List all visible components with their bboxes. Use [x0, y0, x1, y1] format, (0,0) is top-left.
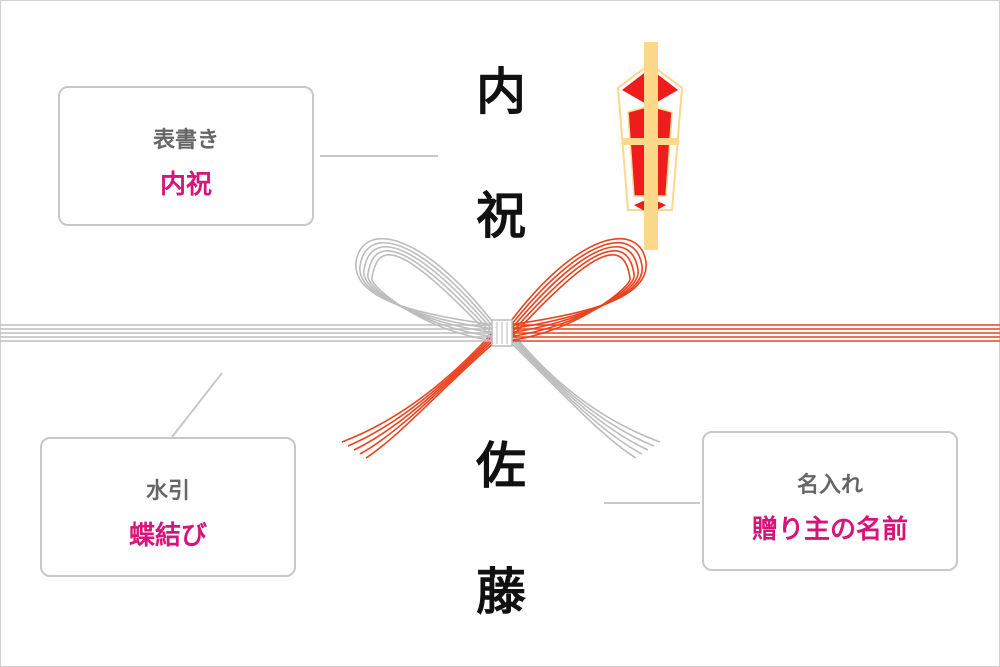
silver-cord-loop: [363, 246, 496, 334]
callout-omotegaki: 表書き 内祝: [58, 86, 314, 226]
noshi-ornament-icon: [616, 42, 684, 250]
red-cord-loop: [507, 254, 631, 342]
red-cord-tail: [359, 338, 496, 455]
callout-value: 内祝: [159, 170, 212, 200]
silver-cord-tail: [509, 335, 649, 451]
cord-knot-wraps: [496, 322, 508, 344]
connector-mizuhiki: [171, 372, 223, 438]
silver-cord-tail: [509, 329, 661, 443]
omotegaki-char: 内: [476, 62, 526, 121]
red-cord-loop: [507, 246, 639, 334]
callout-label: 水引: [145, 479, 190, 504]
red-cord-loop: [507, 238, 647, 326]
red-cord-tail: [353, 335, 496, 451]
red-cord-loop: [507, 242, 643, 330]
silver-cord-loop: [355, 238, 496, 326]
callout-value: 蝶結び: [128, 521, 207, 551]
red-cord-loop: [507, 250, 635, 338]
silver-cord-loop: [359, 242, 496, 330]
callout-mizuhiki: 水引 蝶結び: [40, 437, 296, 577]
omotegaki-char: 祝: [476, 186, 526, 245]
silver-cord-loop: [371, 254, 496, 342]
red-cord-tail: [341, 329, 496, 443]
silver-cord-tail: [509, 332, 655, 447]
callout-naire: 名入れ 贈り主の名前: [702, 431, 958, 571]
silver-cord-loop: [367, 250, 496, 338]
callout-value: 贈り主の名前: [751, 515, 908, 545]
name-char: 藤: [476, 562, 526, 621]
callout-label: 表書き: [152, 128, 219, 153]
red-cord-tail: [347, 332, 496, 447]
silver-cord-tail: [509, 338, 643, 455]
name-char: 佐: [476, 436, 526, 495]
red-cord-tail: [365, 341, 496, 459]
connector-lines: [171, 155, 700, 504]
callout-label: 名入れ: [796, 473, 863, 498]
silver-cord-tail: [509, 341, 637, 459]
mizuhiki-cords: [0, 238, 1000, 459]
